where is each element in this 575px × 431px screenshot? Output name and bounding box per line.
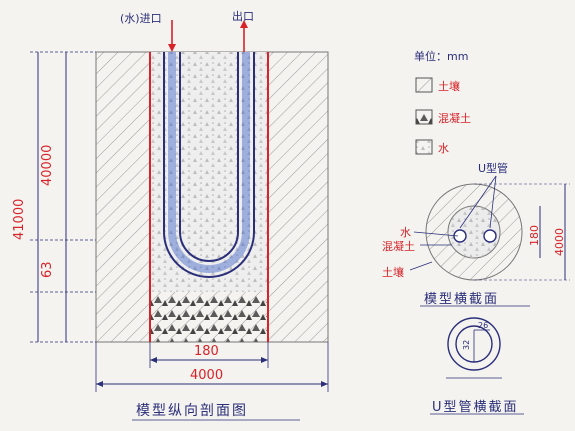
dim-40000-label: 40000 <box>40 144 55 186</box>
dim-4000-arrow-left <box>96 381 103 387</box>
legend-soil-swatch <box>415 77 433 93</box>
dim-4000-side-label: 4000 <box>553 228 566 256</box>
water-pointer <box>413 231 459 237</box>
dim-32-label: 32 <box>462 339 471 350</box>
title-cross: 模型横截面 <box>424 292 500 307</box>
u-tube-pointer-2 <box>489 175 497 229</box>
u-tube-outer <box>163 52 255 278</box>
cross-pipe-right <box>483 229 497 243</box>
dim-180-arrow-right <box>261 357 268 363</box>
legend-concrete-label: 混凝土 <box>438 112 471 125</box>
legend-concrete-swatch <box>415 109 433 125</box>
legend-water-swatch <box>415 139 433 155</box>
dim-4000-bottom-label: 4000 <box>190 368 224 383</box>
dim-180-side-label: 180 <box>528 225 541 246</box>
soil-label: 土壤 <box>382 266 404 279</box>
soil-pointer <box>409 261 433 271</box>
borehole-bottom-fill <box>150 292 268 342</box>
legend-water-label: 水 <box>438 142 449 155</box>
dim-4000-arrow-right <box>321 381 328 387</box>
dim-41000-label: 41000 <box>12 198 27 240</box>
u-tube-pointer-1 <box>459 175 497 229</box>
title-utube-cross: U型管横截面 <box>432 400 519 415</box>
dim-180-bottom-label: 180 <box>194 344 219 359</box>
dim-180-arrow-left <box>150 357 157 363</box>
dim-26-label: 26 <box>478 321 489 330</box>
cross-concrete-pattern <box>448 206 500 258</box>
inlet-label: (水)进口 <box>120 12 162 25</box>
u-tube-label: U型管 <box>478 162 509 175</box>
borehole-concrete-pattern <box>150 52 268 292</box>
u-tube-inner <box>179 52 239 262</box>
concrete-label: 混凝土 <box>382 240 415 253</box>
unit-label: 单位：mm <box>414 50 469 63</box>
outlet-arrow-head <box>240 20 248 28</box>
legend-soil-label: 土壤 <box>438 80 460 93</box>
dim-63-label: 63 <box>40 261 55 278</box>
outlet-label: 出口 <box>232 10 254 23</box>
water-label: 水 <box>400 226 411 239</box>
u-tube-water <box>168 52 250 273</box>
inlet-arrow-head <box>168 44 176 52</box>
title-longitudinal: 模型纵向剖面图 <box>136 403 248 419</box>
